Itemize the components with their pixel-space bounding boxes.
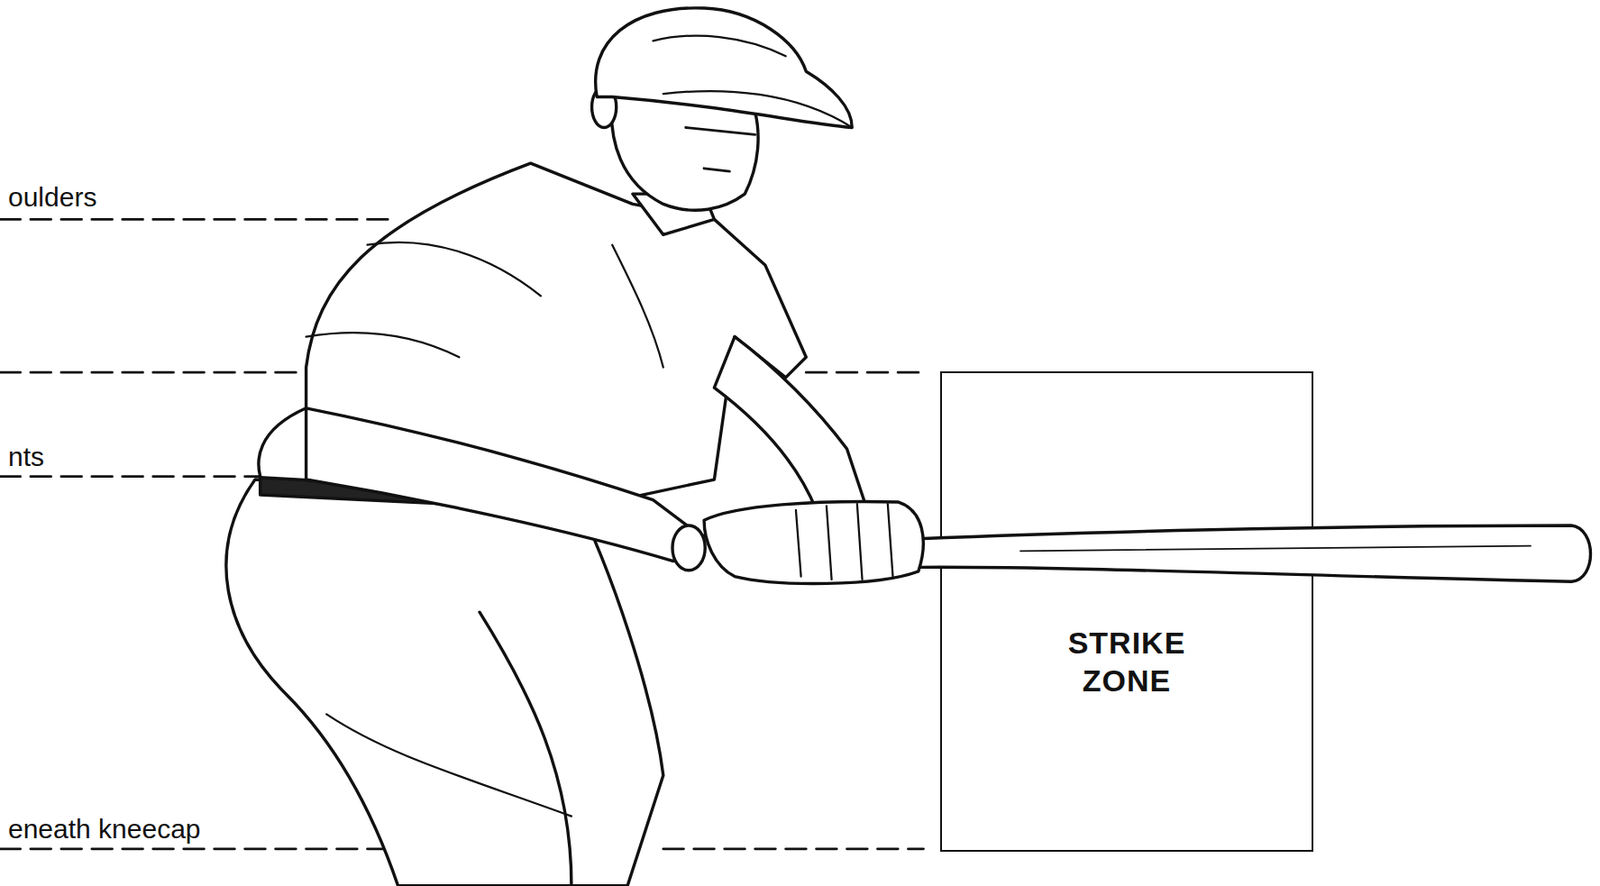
boundary-label: nts <box>8 441 45 473</box>
near-arm <box>713 337 868 511</box>
cap-lines <box>652 36 852 128</box>
hands <box>704 501 924 584</box>
fingers <box>795 503 894 580</box>
face-features <box>685 128 756 173</box>
neck <box>632 193 715 235</box>
zone-boundary-lines <box>0 219 924 849</box>
boundary-label: oulders <box>8 182 97 213</box>
belt <box>260 477 572 511</box>
dashed-line <box>805 371 924 375</box>
pants-crease <box>326 713 572 816</box>
zone-label: STRIKE ZONE <box>1045 623 1208 700</box>
bat-knob <box>672 525 705 571</box>
shirt <box>258 163 806 511</box>
dashed-line <box>0 218 398 221</box>
dashed-line <box>663 847 924 851</box>
far-arm <box>306 408 695 562</box>
cap <box>595 8 853 128</box>
boundary-label: eneath kneecap <box>8 813 202 845</box>
dashed-line <box>0 475 261 478</box>
pants <box>226 479 664 886</box>
ear <box>592 86 617 128</box>
leg-line <box>479 612 572 886</box>
dashed-line <box>0 847 398 851</box>
bat-grain <box>1020 546 1531 552</box>
strike-zone-box: STRIKE ZONE <box>940 371 1314 852</box>
face <box>611 91 759 211</box>
dashed-line <box>0 371 307 375</box>
bat <box>704 525 1591 582</box>
shirt-folds <box>306 242 664 368</box>
